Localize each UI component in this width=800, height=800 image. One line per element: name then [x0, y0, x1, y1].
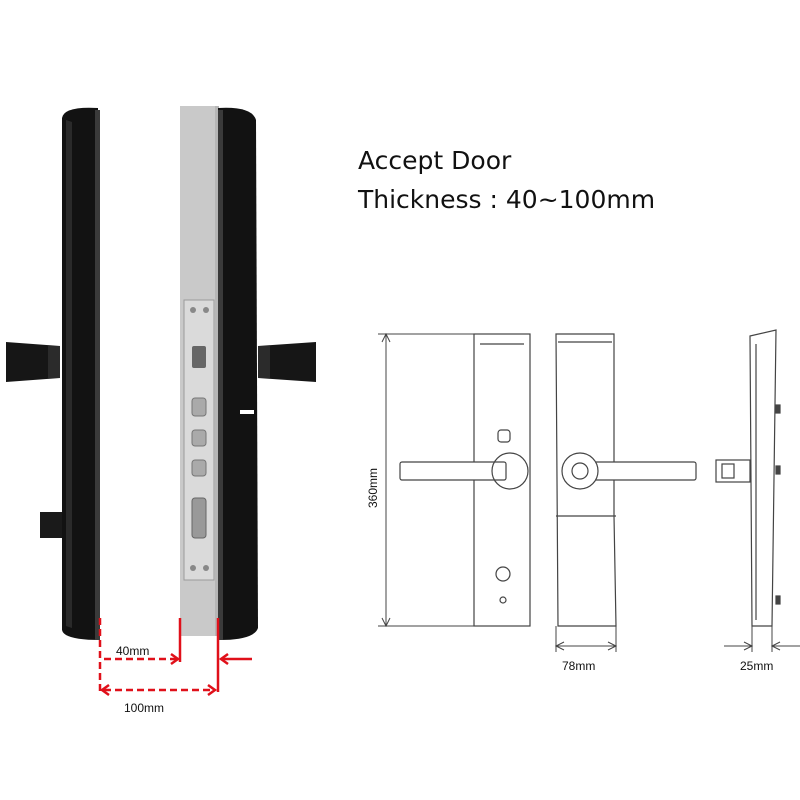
back-lever-rose [561, 452, 599, 490]
arrow-head [381, 332, 391, 343]
plate-screw [203, 307, 209, 313]
arrow-head [607, 641, 618, 651]
front-key-cylinder [497, 429, 511, 443]
accept-door-heading: Accept Door [358, 146, 512, 175]
plate-screw [190, 307, 196, 313]
bolt-slot [191, 459, 207, 477]
outer-lock-highlight [66, 120, 72, 628]
bolt-slot [191, 397, 207, 417]
arrow-head [99, 683, 110, 697]
back-lever [583, 461, 697, 481]
front-screw [499, 596, 507, 604]
side-tab [775, 595, 781, 605]
outer-handle-collar [48, 346, 60, 378]
front-turn-knob [495, 566, 511, 582]
bolt-slot [191, 429, 207, 447]
side-lever-stub [715, 459, 751, 483]
arrow-head [170, 652, 181, 666]
arrow-head [770, 641, 781, 651]
arrow-head [207, 683, 218, 697]
side-lever-tip [721, 463, 735, 479]
door-panel-edge [215, 106, 219, 636]
min-thickness-label: 40mm [116, 644, 149, 658]
side-tab [775, 404, 781, 414]
outer-thumb-block [40, 512, 62, 538]
inner-lock-body [218, 107, 258, 640]
outer-lock-edge [95, 110, 100, 640]
thickness-dimension [98, 618, 252, 697]
thickness-heading: Thickness : 40~100mm [358, 185, 656, 214]
back-view-drawing [555, 333, 697, 627]
depth-dimension [724, 626, 800, 652]
inner-handle [258, 342, 316, 382]
deadbolt [191, 497, 207, 539]
width-dimension [554, 626, 618, 652]
plate-screw [190, 565, 196, 571]
arrow-head [743, 641, 754, 651]
fingerprint-sensor [571, 462, 589, 480]
height-dimension [378, 332, 474, 628]
outer-handle [6, 342, 60, 382]
arrow-head [554, 641, 565, 651]
front-view-drawing [399, 333, 531, 627]
height-label: 360mm [366, 468, 380, 508]
side-view-drawing [715, 329, 781, 627]
side-tab [775, 465, 781, 475]
door-cross-section [6, 106, 316, 640]
front-lever [399, 461, 507, 481]
depth-label: 25mm [740, 659, 773, 673]
max-thickness-label: 100mm [124, 701, 164, 715]
arrow-head [218, 652, 229, 666]
width-label: 78mm [562, 659, 595, 673]
arrow-head [381, 617, 391, 628]
inner-lock-edge [218, 110, 223, 640]
latch-bolt [192, 346, 206, 368]
plate-screw [203, 565, 209, 571]
front-lever-rose [491, 452, 529, 490]
status-led [240, 410, 254, 414]
inner-handle-collar [258, 346, 270, 378]
side-body [749, 329, 777, 627]
